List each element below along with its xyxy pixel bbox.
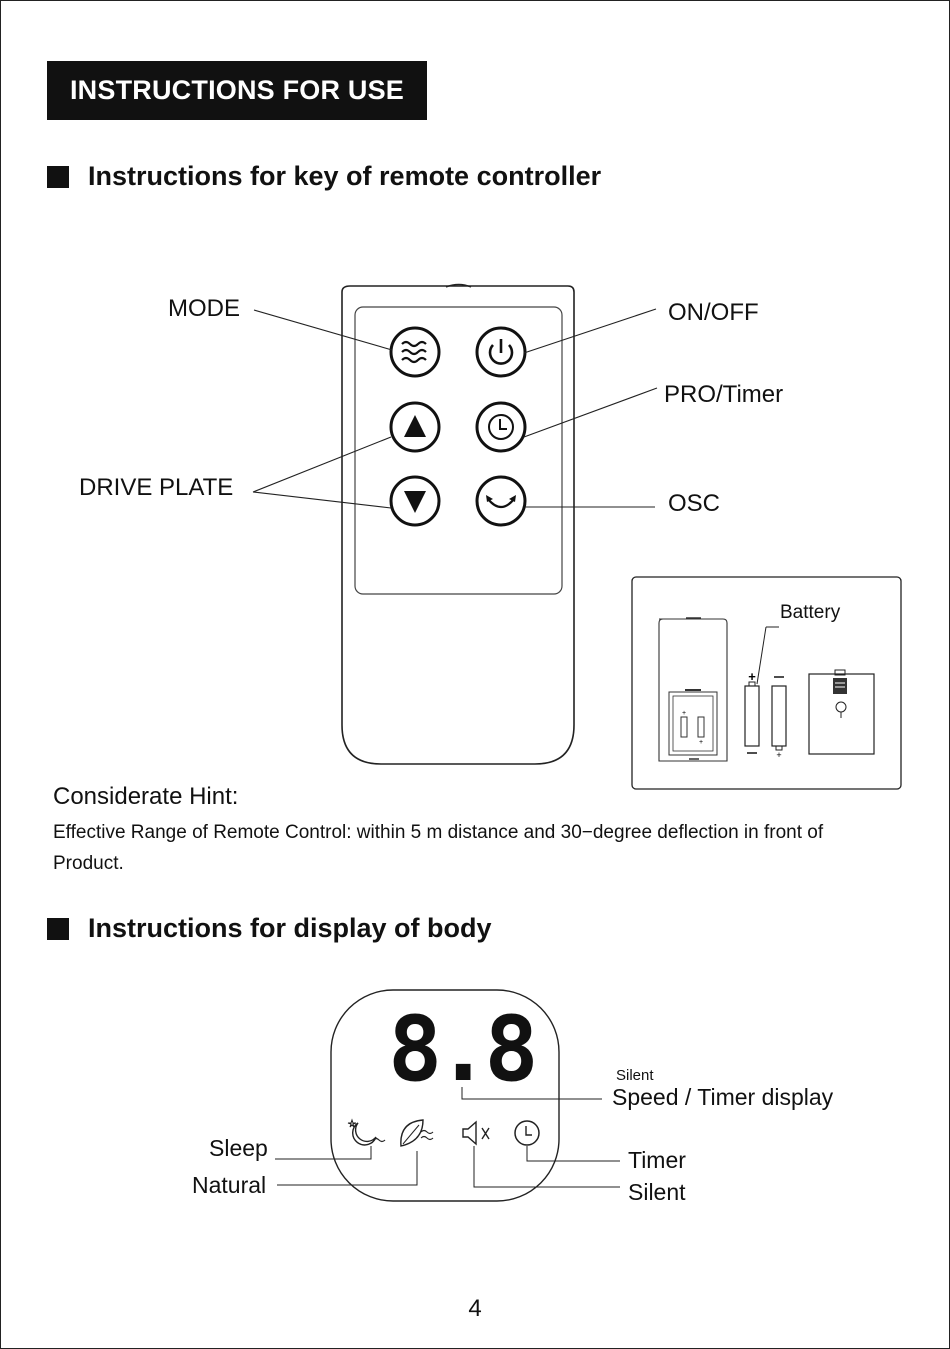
remote-button-panel (354, 306, 563, 595)
section-remote-title: Instructions for key of remote controlle… (88, 161, 602, 191)
page-number: 4 (468, 1295, 482, 1322)
battery-label: Battery (780, 602, 841, 623)
svg-text:+: + (682, 710, 686, 717)
mode-button-icon (389, 326, 441, 378)
oscillation-button-icon (475, 475, 527, 527)
battery-inset (631, 576, 902, 790)
hint-body: Effective Range of Remote Control: withi… (53, 822, 824, 874)
timer-label: Timer (628, 1147, 686, 1173)
sleep-label: Sleep (209, 1135, 268, 1161)
section-remote-heading: Instructions for key of remote controlle… (47, 161, 601, 192)
pro-timer-label: PRO/Timer (664, 381, 784, 408)
drive-plate-label: DRIVE PLATE (79, 474, 234, 501)
on-off-label: ON/OFF (668, 299, 759, 326)
square-bullet-icon (47, 917, 69, 940)
square-bullet-icon (47, 165, 69, 188)
svg-text:+: + (699, 739, 703, 746)
mode-label: MODE (168, 295, 240, 322)
remote-body (341, 285, 575, 765)
battery-icon: + (771, 676, 787, 760)
section-display-heading: Instructions for display of body (47, 913, 492, 944)
speed-timer-display-label: Speed / Timer display (612, 1084, 834, 1110)
timer-button-icon (475, 401, 527, 453)
timer-clock-icon (514, 1120, 540, 1146)
section-display-title: Instructions for display of body (88, 913, 492, 943)
natural-wind-leaf-icon (400, 1119, 434, 1147)
page-title: INSTRUCTIONS FOR USE (47, 61, 427, 120)
battery-cover-icon (808, 669, 875, 755)
sleep-icon (347, 1118, 386, 1146)
hint-title: Considerate Hint: (53, 783, 239, 810)
power-button-icon (475, 326, 527, 378)
svg-text:+: + (748, 669, 756, 684)
osc-label: OSC (668, 490, 721, 517)
svg-text:+: + (776, 750, 781, 760)
silent-label: Silent (628, 1179, 686, 1205)
natural-label: Natural (192, 1172, 267, 1198)
battery-icon: + (744, 669, 760, 754)
silent-mute-icon (462, 1120, 490, 1146)
seven-segment-display: 8.8 (388, 997, 539, 1102)
silent-small-label: Silent (616, 1067, 654, 1084)
display-panel (330, 989, 560, 1202)
up-arrow-button-icon (389, 401, 441, 453)
down-arrow-button-icon (389, 475, 441, 527)
